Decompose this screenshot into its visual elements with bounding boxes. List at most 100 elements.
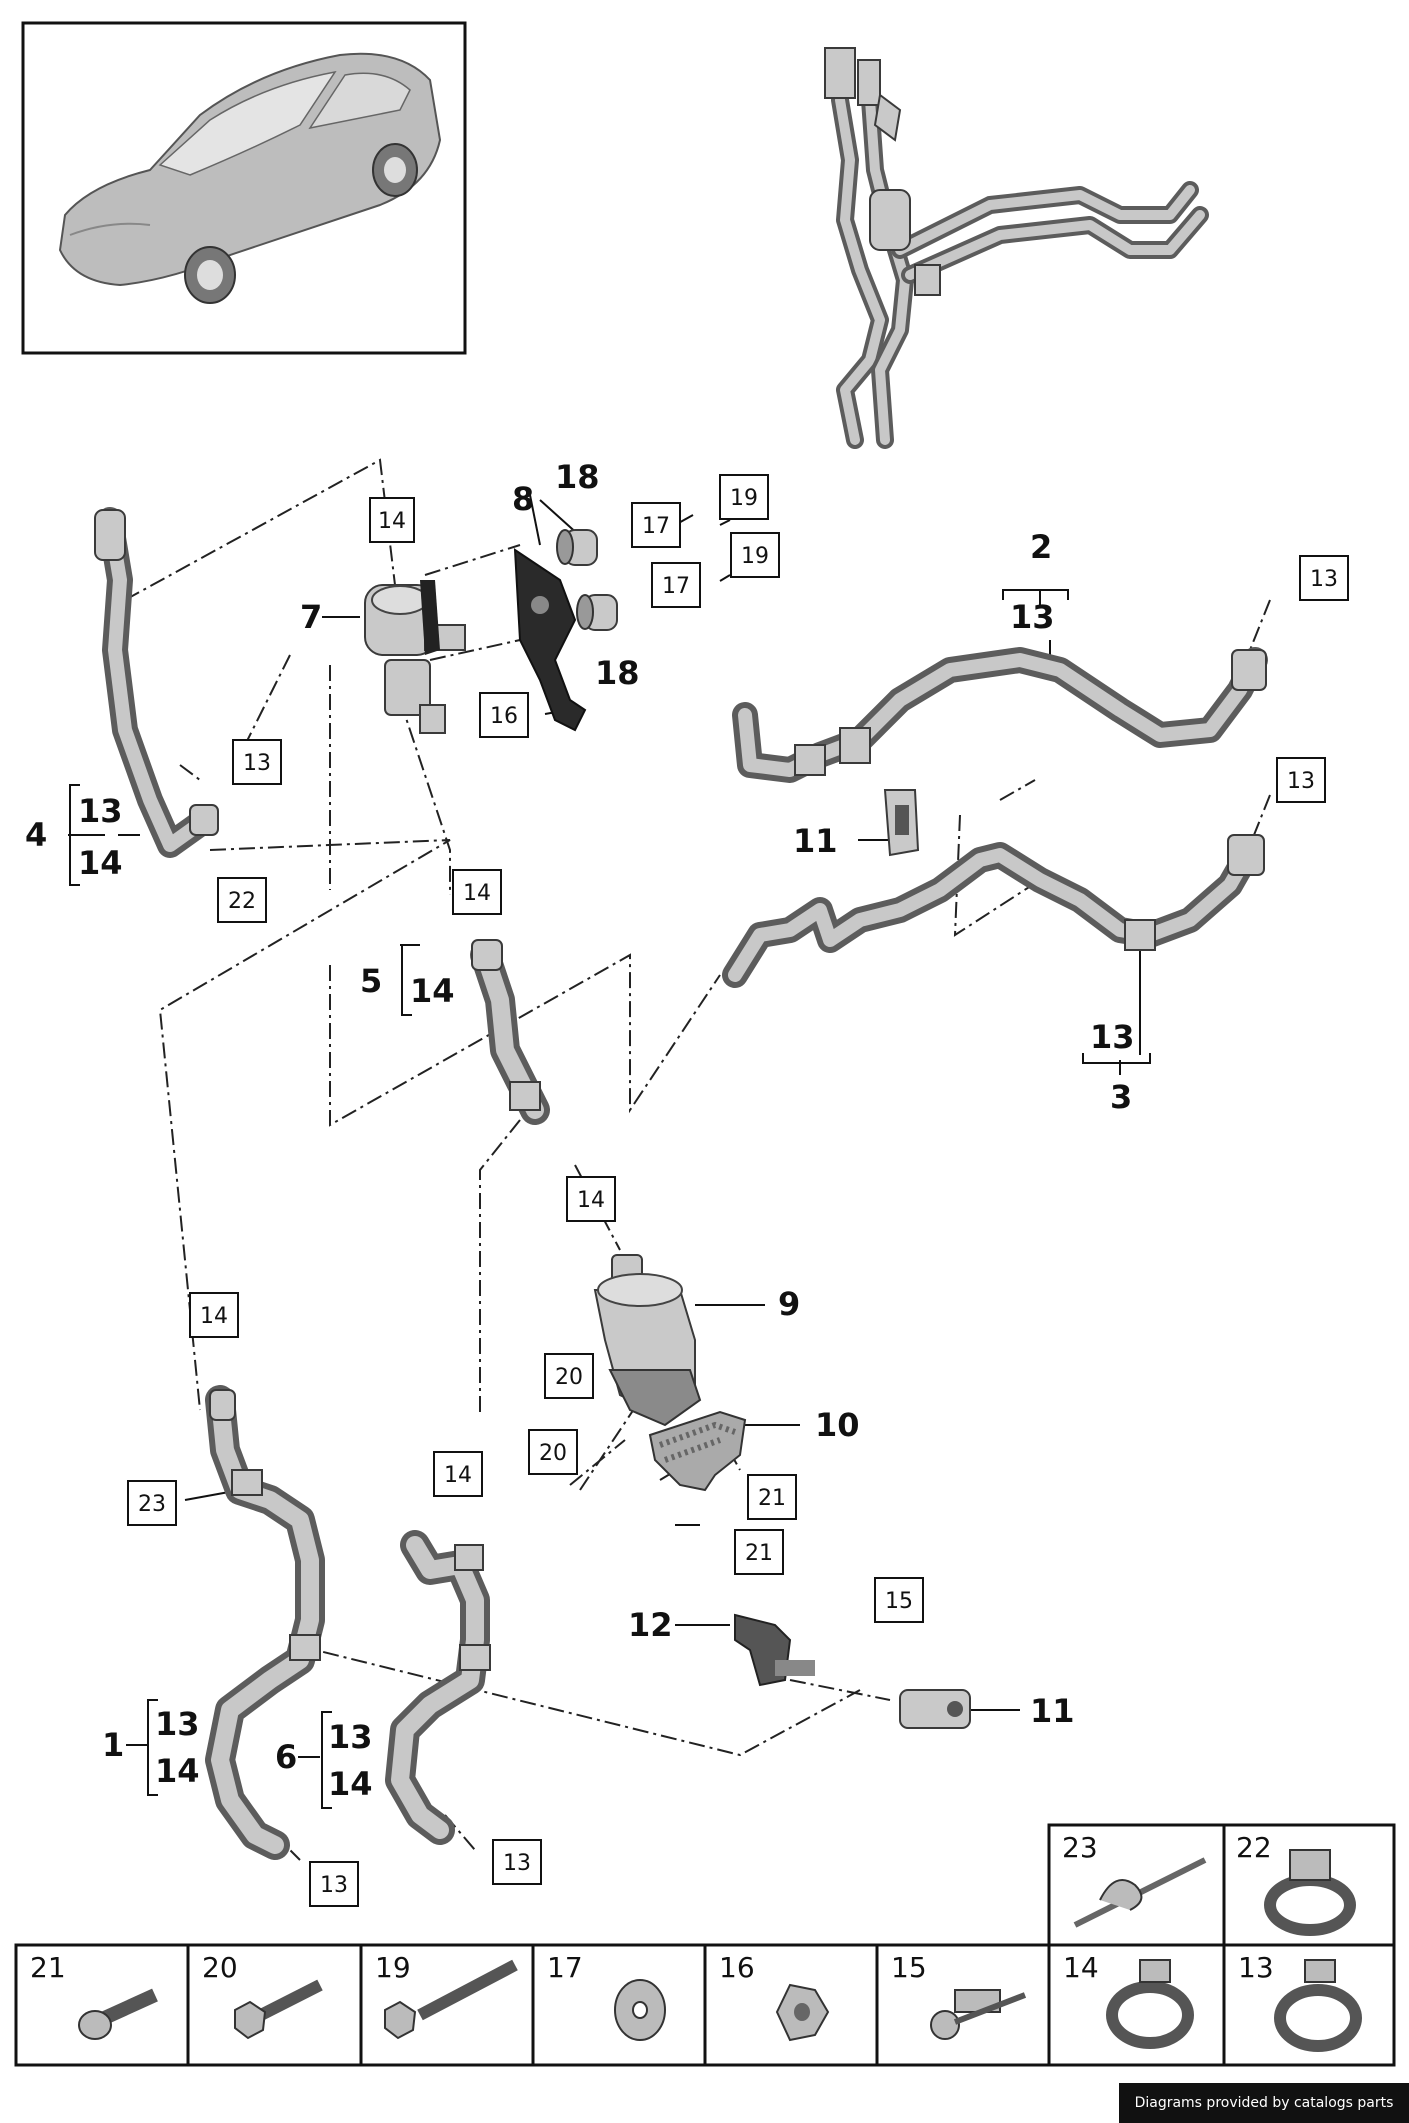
table-cell-23: 23 [1062,1831,1098,1864]
bolt-icon-20 [234,1979,323,2040]
svg-text:13: 13 [320,1873,348,1898]
hose-part-4 [94,507,219,858]
parts-table-top: 23 22 [1047,1823,1396,1947]
tag-15: 15 [874,1577,924,1623]
bolt-icon-19 [384,1959,518,2040]
bracket-part-10 [648,1410,747,1492]
bracket-part-12 [734,1613,815,1687]
tag-21-b: 21 [734,1529,784,1575]
callout-brackets [69,589,1151,1809]
tag-14-mid: 14 [452,869,502,915]
tag-14-lower: 14 [433,1451,483,1497]
hose-clamp-icon-14 [1106,1959,1194,2049]
grommet-part-18-upper [556,529,598,566]
clip-part-11-upper [883,789,920,857]
callout-1-bracket-14: 14 [155,1752,200,1790]
tag-23: 23 [127,1480,177,1526]
svg-text:14: 14 [200,1304,228,1329]
parts-table-bottom: 21 20 19 17 16 15 14 13 [14,1943,1396,2067]
bracket-part-8 [513,548,587,732]
tag-20-b: 20 [528,1429,578,1475]
tag-13-right-upper: 13 [1299,555,1349,601]
washer-icon-17 [614,1979,666,2041]
tag-19-b: 19 [730,532,780,578]
callout-4-bracket-14: 14 [78,844,123,882]
callout-6: 6 [275,1738,297,1776]
svg-text:20: 20 [555,1365,583,1390]
callout-18-lower: 18 [595,654,640,692]
svg-text:14: 14 [378,509,406,534]
svg-text:20: 20 [539,1441,567,1466]
svg-text:13: 13 [1310,567,1338,592]
tag-14-top: 14 [369,497,415,543]
table-cell-20: 20 [202,1951,238,1984]
hose-part-5 [470,939,550,1125]
clip-part-11-lower [899,1689,971,1729]
svg-text:16: 16 [490,704,518,729]
svg-text:17: 17 [642,514,670,539]
callout-18-upper: 18 [555,458,600,496]
callout-5-bracket-14: 14 [410,972,455,1010]
hose-clamp-icon-22 [1264,1849,1356,1936]
tag-13-left: 13 [232,739,282,785]
table-cell-15: 15 [891,1951,927,1984]
vehicle-overview-inset [21,21,467,355]
table-cell-21: 21 [30,1951,66,1984]
svg-text:23: 23 [138,1492,166,1517]
credit-banner: Diagrams provided by catalogs parts [1119,2083,1409,2123]
svg-text:19: 19 [730,486,758,511]
tag-22: 22 [217,877,267,923]
svg-text:21: 21 [745,1541,773,1566]
callout-2: 2 [1030,528,1052,566]
callout-9: 9 [778,1285,800,1323]
tag-13-bottom-1: 13 [309,1861,359,1907]
hose-clamp-icon-13 [1274,1959,1362,2052]
tag-20-a: 20 [544,1353,594,1399]
svg-text:14: 14 [577,1188,605,1213]
hose-part-3 [722,834,1265,988]
screw-icon-21 [78,1988,158,2040]
callout-8: 8 [512,480,534,518]
callout-6-bracket-14: 14 [328,1765,373,1803]
callout-11-upper: 11 [793,822,838,860]
callout-3: 3 [1110,1078,1132,1116]
grommet-part-18-lower [576,594,618,631]
svg-text:13: 13 [503,1851,531,1876]
table-cell-13: 13 [1238,1951,1274,1984]
hose-part-6 [385,1530,491,1845]
svg-text:13: 13 [243,751,271,776]
callout-1: 1 [102,1726,124,1764]
callout-4: 4 [25,816,47,854]
callout-2-bracket-13: 13 [1010,598,1055,636]
tag-19-a: 19 [719,474,769,520]
svg-text:15: 15 [885,1589,913,1614]
tag-14-left: 14 [189,1292,239,1338]
svg-text:19: 19 [741,544,769,569]
tag-21-a: 21 [747,1474,797,1520]
svg-text:21: 21 [758,1486,786,1511]
table-cell-17: 17 [547,1951,583,1984]
nut-icon-16 [775,1983,830,2042]
svg-text:14: 14 [444,1463,472,1488]
clip-fastener-icon-15 [930,1989,1027,2040]
tag-14-pump: 14 [566,1176,616,1222]
tag-13-right-lower: 13 [1276,757,1326,803]
hose-part-1 [205,1385,325,1860]
hose-part-2 [732,647,1268,783]
callout-3-bracket-13: 13 [1090,1018,1135,1056]
tag-13-bottom-2: 13 [492,1839,542,1885]
callout-7: 7 [300,598,322,636]
svg-text:22: 22 [228,889,256,914]
cable-tie-icon [1073,1857,1207,1928]
callout-11-lower: 11 [1030,1692,1075,1730]
pipe-assembly-overview [824,47,1209,449]
pump-part-9 [593,1254,702,1427]
tag-16: 16 [479,692,529,738]
table-cell-19: 19 [375,1951,411,1984]
table-cell-14: 14 [1063,1951,1099,1984]
callout-1-bracket-13: 13 [155,1705,200,1743]
callout-6-bracket-13: 13 [328,1718,373,1756]
callout-numbers: 7 8 18 18 2 13 11 13 3 4 13 14 5 14 9 10… [25,458,1135,1803]
tag-17-a: 17 [631,502,681,548]
